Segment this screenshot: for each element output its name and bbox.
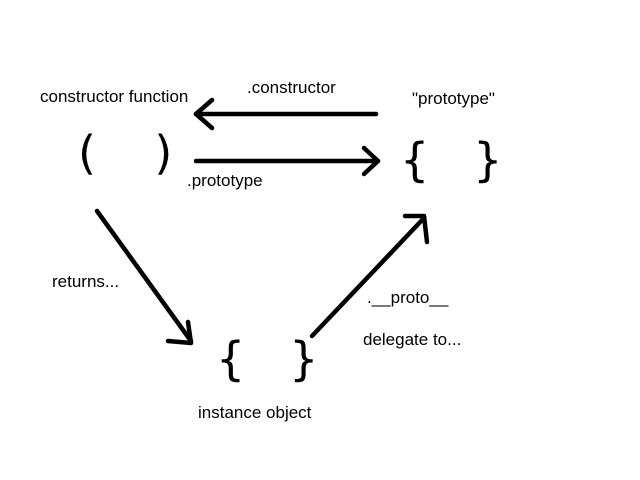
prototype-arrow — [193, 145, 381, 177]
prototype-edge-label: .prototype — [187, 171, 263, 190]
constructor-arrow — [193, 97, 379, 131]
proto-arrow — [309, 213, 430, 339]
constructor-function-parens: ( ) — [78, 126, 173, 180]
constructor-function-label: constructor function — [40, 87, 189, 106]
instance-object-braces: { } — [216, 332, 319, 386]
prototype-braces: { } — [400, 133, 503, 187]
returns-edge-label: returns... — [52, 272, 120, 291]
proto-edge-label: .__proto__ — [367, 288, 449, 307]
prototype-label: "prototype" — [412, 89, 495, 108]
instance-object-label: instance object — [198, 403, 312, 422]
delegate-edge-label: delegate to... — [363, 330, 462, 349]
returns-arrow — [94, 208, 194, 346]
constructor-edge-label: .constructor — [247, 78, 336, 97]
